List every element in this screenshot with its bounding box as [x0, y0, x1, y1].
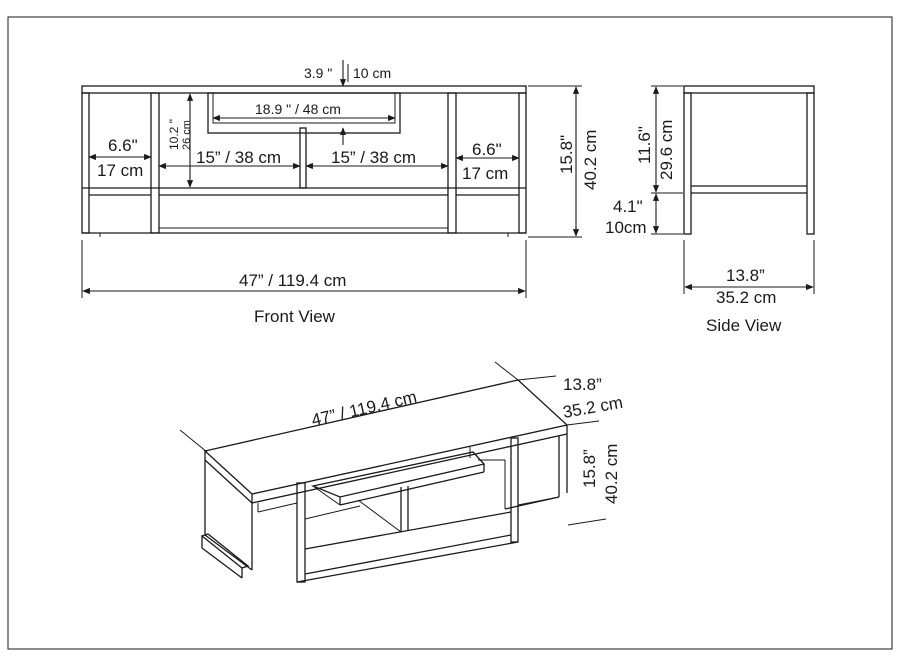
side-depth-in: 13.8”	[726, 266, 765, 285]
side-right-in: 6.6"	[472, 140, 502, 159]
front-view-caption: Front View	[254, 307, 336, 326]
side-leg-in: 4.1"	[613, 197, 643, 216]
sheet-border	[7, 16, 893, 650]
front-frame-right	[447, 92, 457, 234]
side-left-cm: 17 cm	[97, 161, 143, 180]
front-height-cm: 40.2 cm	[581, 130, 600, 190]
side-right-cm: 17 cm	[462, 164, 508, 183]
side-leg-left	[683, 92, 692, 235]
front-center-divider	[299, 127, 307, 189]
persp-height-cm: 40.2 cm	[602, 444, 621, 504]
side-upper-cm: 29.6 cm	[657, 120, 676, 180]
persp-height-in: 15.8”	[580, 449, 599, 488]
persp-width-label: 47” / 119.4 cm	[310, 387, 419, 430]
side-view-caption: Side View	[706, 316, 782, 335]
side-leg-right	[806, 92, 815, 235]
center-left-width: 15” / 38 cm	[196, 148, 281, 167]
persp-frame-left-post	[296, 482, 306, 583]
persp-depth-in: 13.8”	[563, 375, 602, 394]
front-height-in: 15.8"	[557, 135, 576, 174]
side-view: 11.6" 29.6 cm 4.1" 10cm 13.8” 35.2 cm Si…	[605, 85, 815, 335]
front-view: 3.9 " 10 cm 18.9 " / 48 cm 10.2 " 26 cm …	[81, 60, 600, 326]
front-width-label: 47” / 119.4 cm	[239, 271, 346, 290]
shelf-height-cm: 26 cm	[181, 120, 193, 150]
shelf-height-in: 10.2 "	[167, 119, 181, 150]
drawer-width-label: 18.9 " / 48 cm	[255, 101, 341, 117]
front-frame-left	[150, 92, 160, 234]
top-gap-in: 3.9 "	[304, 65, 332, 81]
perspective-view: 47” / 119.4 cm 13.8” 35.2 cm 15.8” 40.2 …	[179, 361, 624, 583]
front-top-board	[81, 85, 527, 94]
side-top-board	[683, 85, 815, 94]
front-right-panel	[518, 92, 527, 234]
persp-depth-cm: 35.2 cm	[561, 393, 624, 422]
side-depth-cm: 35.2 cm	[716, 288, 776, 307]
front-left-panel	[81, 92, 90, 234]
side-upper-in: 11.6"	[635, 126, 654, 164]
persp-frame-right-post	[510, 437, 519, 543]
top-gap-cm: 10 cm	[353, 65, 391, 81]
side-leg-cm: 10cm	[605, 218, 647, 237]
center-right-width: 15” / 38 cm	[331, 148, 416, 167]
side-left-in: 6.6"	[108, 136, 138, 155]
